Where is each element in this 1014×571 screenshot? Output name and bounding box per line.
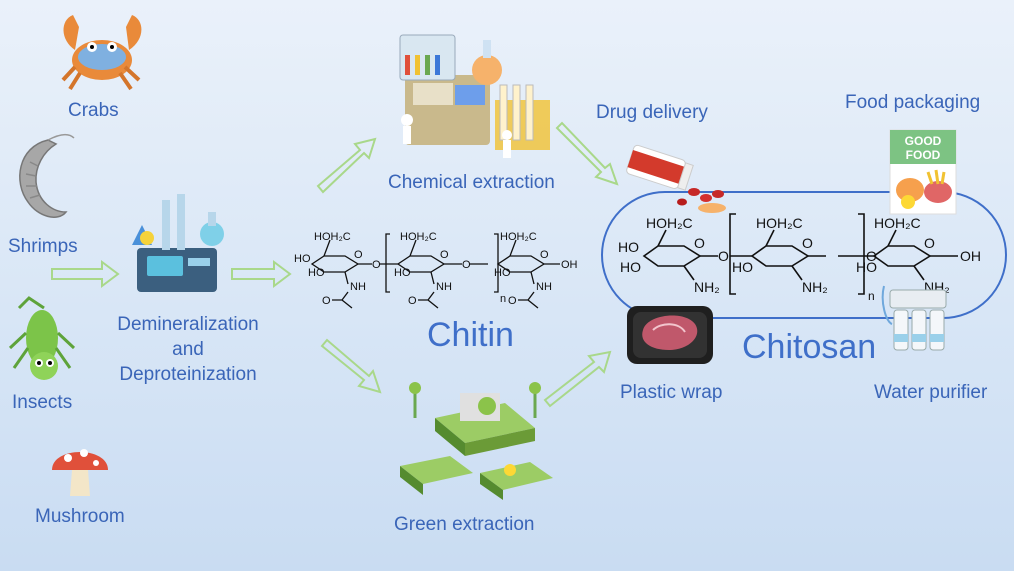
- chitin-ring3-ho: HO: [494, 267, 511, 279]
- green-extraction-label: Green extraction: [394, 514, 535, 535]
- chitin-terminal-oh: OH: [561, 259, 578, 271]
- chitosan-ring1-ho-bottom: HO: [620, 259, 641, 275]
- chitosan-terminal-oh: OH: [960, 248, 981, 264]
- chitosan-ring1-ho-top: HO: [618, 239, 639, 255]
- chitin-repeat-n: n: [500, 293, 506, 305]
- plastic-wrap-illustration: [627, 306, 713, 364]
- chitin-structure: HOH₂C HO HO O O NH O HOH₂C HO O O NH O n…: [294, 231, 578, 309]
- process-label-line3: Deproteinization: [119, 364, 257, 385]
- good-food-line2: FOOD: [906, 148, 941, 162]
- process-label-line2: and: [172, 339, 204, 360]
- chitosan-ring3-ho: HO: [856, 259, 877, 275]
- chitosan-capsule-outline: [601, 191, 1007, 319]
- process-label: Demineralization and Deproteinization: [108, 312, 268, 387]
- arrow-to-chemical: [316, 137, 377, 194]
- chitosan-structure: HOH₂C HO HO O O NH₂ HOH₂C HO O O NH₂ n H…: [618, 213, 981, 303]
- chitosan-ring2-group: HOH₂C: [756, 215, 803, 231]
- chitin-ring3-o-acetyl: O: [508, 295, 517, 307]
- chitosan-ring2-ho: HO: [732, 259, 753, 275]
- arrow-chemical-to-chitosan: [555, 121, 619, 186]
- chitosan-ring2-o: O: [802, 235, 813, 251]
- arrow-green-to-chitosan: [543, 350, 612, 408]
- chitin-ring1-o-acetyl: O: [322, 295, 331, 307]
- chitin-link1-o: O: [372, 259, 381, 271]
- water-purifier-label: Water purifier: [874, 382, 988, 403]
- chitin-ring1-ho-bottom: HO: [308, 267, 325, 279]
- chitosan-link1-o: O: [718, 248, 729, 264]
- food-packaging-label: Food packaging: [845, 92, 981, 113]
- chitosan-ring3-group: HOH₂C: [874, 215, 921, 231]
- chitosan-ring3-o: O: [924, 235, 935, 251]
- arrow-process-to-chitin: [231, 260, 292, 288]
- chitosan-label: Chitosan: [742, 328, 877, 366]
- arrow-sources-to-process: [51, 260, 120, 288]
- shrimp-illustration: [19, 133, 75, 218]
- arrow-to-green: [320, 338, 382, 394]
- chemical-extraction-label: Chemical extraction: [388, 172, 555, 193]
- chitin-ring2-o: O: [440, 249, 449, 261]
- chitin-label: Chitin: [427, 316, 514, 354]
- chemical-extraction-illustration: [399, 34, 550, 158]
- chitin-ring1-nh: NH: [350, 281, 366, 293]
- lab-apparatus-illustration: [132, 194, 224, 292]
- pill-bottle-illustration: [626, 144, 726, 213]
- insects-label: Insects: [12, 392, 73, 413]
- chitin-ring3-group: HOH₂C: [500, 231, 537, 243]
- chitin-ring3-nh: NH: [536, 281, 552, 293]
- chitosan-repeat-n: n: [868, 289, 875, 303]
- green-extraction-illustration: [400, 382, 553, 500]
- process-label-line1: Demineralization: [117, 314, 259, 335]
- crabs-label: Crabs: [68, 100, 119, 121]
- plastic-wrap-label: Plastic wrap: [620, 382, 723, 403]
- chitin-ring2-nh: NH: [436, 281, 452, 293]
- chitin-ring1-o: O: [354, 249, 363, 261]
- insect-illustration: [8, 296, 76, 380]
- crab-illustration: [61, 15, 142, 91]
- good-food-line1: GOOD: [905, 134, 942, 148]
- chitin-ring2-group: HOH₂C: [400, 231, 437, 243]
- chitin-ring2-o-acetyl: O: [408, 295, 417, 307]
- chitosan-ring2-nh2: NH₂: [802, 279, 828, 295]
- chitosan-link2-o: O: [866, 248, 877, 264]
- chitin-link2-o: O: [462, 259, 471, 271]
- mushroom-label: Mushroom: [35, 506, 125, 527]
- water-purifier-illustration: [881, 285, 947, 351]
- chitin-ring2-ho: HO: [394, 267, 411, 279]
- mushroom-illustration: [52, 449, 108, 496]
- shrimps-label: Shrimps: [8, 236, 78, 257]
- chitin-ring1-ho-top: HO: [294, 253, 311, 265]
- chitosan-ring1-o: O: [694, 235, 705, 251]
- food-packaging-illustration: GOOD FOOD: [889, 129, 957, 215]
- chitosan-ring1-nh2: NH₂: [694, 279, 720, 295]
- drug-delivery-label: Drug delivery: [596, 102, 708, 123]
- chitin-ring3-o: O: [540, 249, 549, 261]
- chitin-ring1-group: HOH₂C: [314, 231, 351, 243]
- chitosan-ring1-group: HOH₂C: [646, 215, 693, 231]
